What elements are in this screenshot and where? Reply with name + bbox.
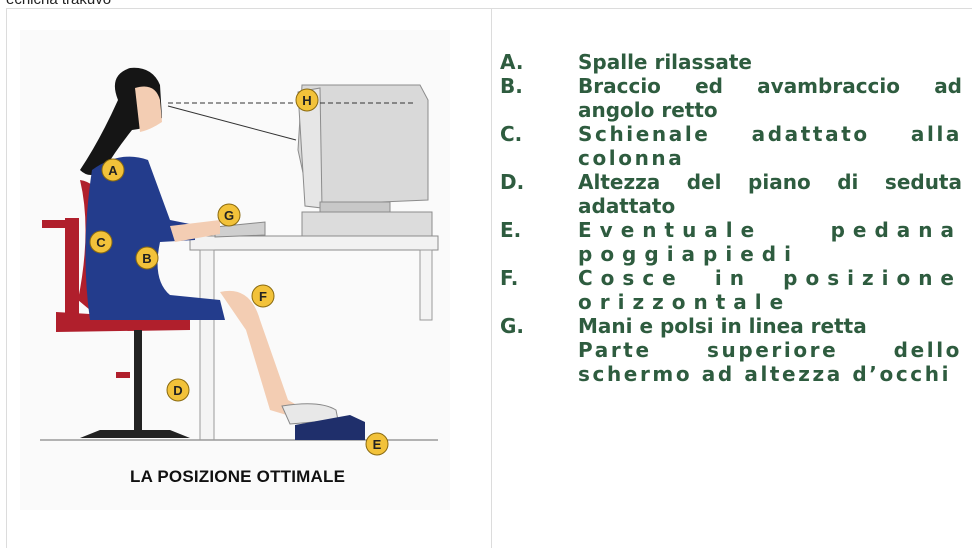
svg-text:H: H — [302, 93, 311, 108]
marker-d: D — [166, 378, 190, 402]
list-item-f: F. Cosce in posizione orizzontale — [500, 266, 962, 314]
svg-text:C: C — [96, 235, 106, 250]
svg-text:B: B — [142, 251, 151, 266]
list-text: Braccio ed avambraccio ad angolo retto — [578, 74, 962, 122]
list-item-e: E. Eventuale pedana poggiapiedi — [500, 218, 962, 266]
list-text: Eventuale pedana poggiapiedi — [578, 218, 962, 266]
svg-text:G: G — [224, 208, 234, 223]
list-item-c: C. Schienale adattato alla colonna — [500, 122, 962, 170]
list-item-d: D. Altezza del piano di seduta adattato — [500, 170, 962, 218]
marker-a: A — [101, 158, 125, 182]
list-key: C. — [500, 122, 523, 146]
marker-e: E — [365, 432, 389, 456]
list-item-g: G. Mani e polsi in linea retta — [500, 314, 962, 338]
list-key: F. — [500, 266, 519, 290]
list-item-b: B. Braccio ed avambraccio ad angolo rett… — [500, 74, 962, 122]
list-text: Altezza del piano di seduta adattato — [578, 170, 962, 218]
ergonomics-list: A. Spalle rilassate B. Braccio ed avambr… — [500, 50, 962, 386]
svg-text:A: A — [108, 163, 118, 178]
list-item-h: Parte superiore dello schermo ad altezza… — [500, 338, 962, 386]
monitor-illustration — [297, 84, 433, 237]
svg-text:E: E — [373, 437, 382, 452]
svg-text:F: F — [259, 289, 267, 304]
figure-cell — [6, 8, 492, 548]
list-text: Parte superiore dello schermo ad altezza… — [578, 338, 962, 386]
figure-caption: LA POSIZIONE OTTIMALE — [130, 467, 346, 486]
list-key: E. — [500, 218, 522, 242]
desk-illustration — [189, 235, 439, 441]
svg-text:D: D — [173, 383, 182, 398]
list-key: G. — [500, 314, 525, 338]
ergonomic-posture-illustration: A B C D E F G H — [20, 30, 450, 510]
list-text: Cosce in posizione orizzontale — [578, 266, 962, 314]
list-text: Schienale adattato alla colonna — [578, 122, 962, 170]
marker-g: G — [217, 203, 241, 227]
list-item-a: A. Spalle rilassate — [500, 50, 962, 74]
table-frame — [6, 8, 972, 549]
cut-off-header-text: ecnicha trakuvo — [6, 0, 111, 8]
list-key: A. — [500, 50, 524, 74]
woman-illustration — [80, 67, 365, 440]
list-key: D. — [500, 170, 525, 194]
marker-h: H — [295, 88, 319, 112]
marker-f: F — [251, 284, 275, 308]
list-text: Mani e polsi in linea retta — [578, 314, 867, 338]
list-text: Spalle rilassate — [578, 50, 752, 74]
marker-b: B — [135, 246, 159, 270]
list-key: B. — [500, 74, 523, 98]
marker-c: C — [89, 230, 113, 254]
